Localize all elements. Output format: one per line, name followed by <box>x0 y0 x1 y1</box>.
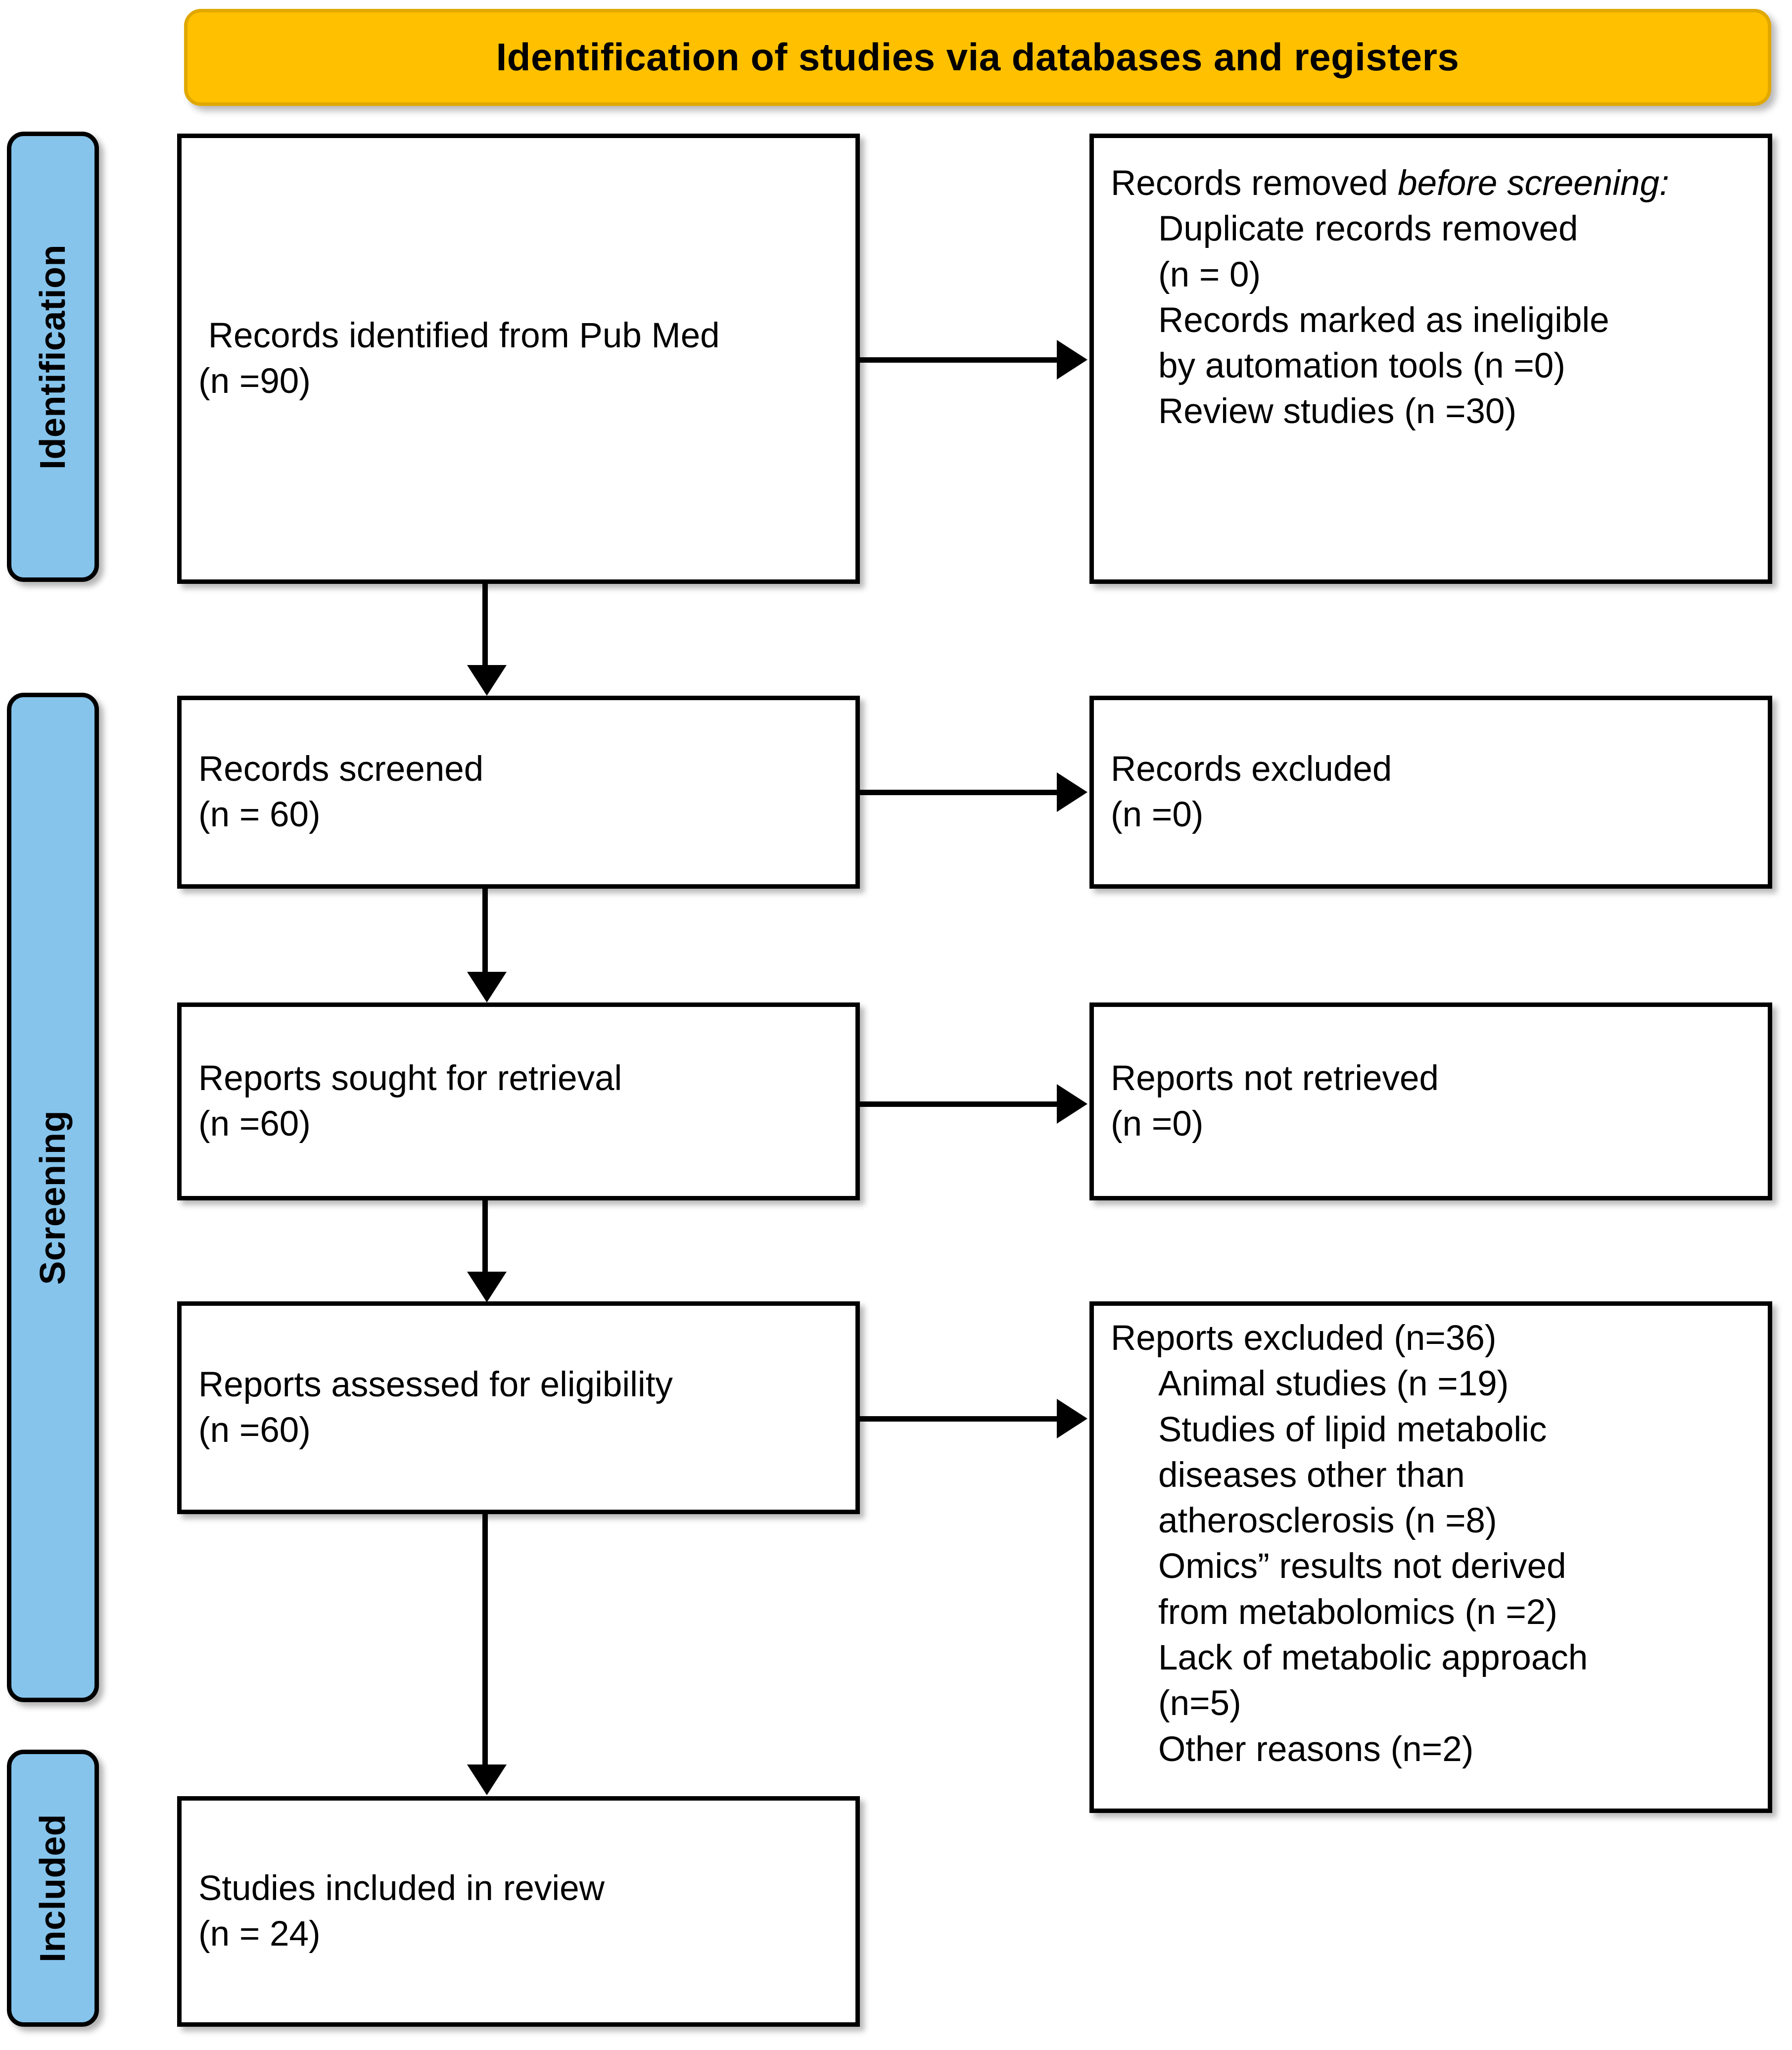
connector-identified-to-removed <box>860 357 1058 363</box>
arrowhead-right-icon <box>1057 772 1087 812</box>
reports-excluded-item-1: Studies of lipid metabolic <box>1158 1410 1547 1449</box>
records-removed-heading-italic: before screening <box>1398 164 1659 203</box>
records-removed-heading-colon: : <box>1659 164 1669 203</box>
studies-included-line1: Studies included in review <box>198 1868 605 1908</box>
stage-label-included-text: Included <box>33 1813 73 1962</box>
reports-excluded-item-3: atherosclerosis (n =8) <box>1158 1501 1497 1541</box>
arrowhead-down-icon <box>467 1764 507 1795</box>
reports-not-retrieved-line2: (n =0) <box>1111 1104 1204 1144</box>
arrowhead-down-icon <box>467 1272 507 1302</box>
reports-assessed-line2: (n =60) <box>198 1411 311 1450</box>
arrowhead-down-icon <box>467 665 507 696</box>
reports-assessed-line1: Reports assessed for eligibility <box>198 1365 673 1404</box>
box-reports-not-retrieved-text: Reports not retrieved (n =0) <box>1094 1056 1768 1147</box>
box-records-screened-text: Records screened (n = 60) <box>182 747 855 838</box>
reports-not-retrieved-line1: Reports not retrieved <box>1111 1058 1439 1098</box>
records-identified-line2: (n =90) <box>198 362 311 401</box>
diagram-header-banner: Identification of studies via databases … <box>184 9 1771 106</box>
box-studies-included-text: Studies included in review (n = 24) <box>182 1866 855 1957</box>
stage-label-identification: Identification <box>7 132 99 582</box>
box-reports-not-retrieved: Reports not retrieved (n =0) <box>1089 1002 1772 1200</box>
box-records-removed-text: Records removed before screening: Duplic… <box>1094 138 1768 435</box>
box-records-screened: Records screened (n = 60) <box>177 696 860 889</box>
reports-excluded-item-6: Lack of metabolic approach <box>1158 1638 1588 1678</box>
stage-label-screening: Screening <box>7 693 99 1702</box>
arrowhead-down-icon <box>467 972 507 1002</box>
box-reports-assessed: Reports assessed for eligibility (n =60) <box>177 1301 860 1514</box>
records-removed-heading-plain: Records removed <box>1111 164 1398 203</box>
arrowhead-right-icon <box>1057 340 1087 380</box>
reports-sought-line1: Reports sought for retrieval <box>198 1058 622 1098</box>
box-reports-excluded-text: Reports excluded (n=36) Animal studies (… <box>1094 1306 1768 1772</box>
box-records-removed-before-screening: Records removed before screening: Duplic… <box>1089 134 1772 584</box>
box-records-excluded: Records excluded (n =0) <box>1089 696 1772 889</box>
stage-label-identification-text: Identification <box>33 244 73 470</box>
connector-screened-to-sought <box>482 889 488 974</box>
reports-excluded-item-5: from metabolomics (n =2) <box>1158 1592 1557 1632</box>
connector-sought-to-assessed <box>482 1200 488 1274</box>
records-removed-item-2: Records marked as ineligible <box>1158 300 1609 340</box>
studies-included-line2: (n = 24) <box>198 1914 321 1954</box>
connector-sought-to-not-retrieved <box>860 1101 1058 1107</box>
connector-assessed-to-included <box>482 1514 488 1767</box>
records-removed-item-4: Review studies (n =30) <box>1158 392 1517 431</box>
stage-label-included: Included <box>7 1750 99 2027</box>
reports-excluded-item-0: Animal studies (n =19) <box>1158 1364 1509 1404</box>
records-screened-line1: Records screened <box>198 749 484 789</box>
records-screened-line2: (n = 60) <box>198 795 321 834</box>
connector-identified-to-screened <box>482 584 488 668</box>
reports-excluded-item-8: Other reasons (n=2) <box>1158 1729 1474 1769</box>
box-reports-assessed-text: Reports assessed for eligibility (n =60) <box>182 1362 855 1454</box>
reports-excluded-heading: Reports excluded (n=36) <box>1111 1319 1497 1358</box>
connector-screened-to-records-excluded <box>860 790 1058 795</box>
box-reports-sought: Reports sought for retrieval (n =60) <box>177 1002 860 1200</box>
diagram-title: Identification of studies via databases … <box>496 35 1460 79</box>
reports-excluded-item-7: (n=5) <box>1158 1684 1241 1723</box>
stage-label-screening-text: Screening <box>33 1110 73 1285</box>
box-reports-excluded: Reports excluded (n=36) Animal studies (… <box>1089 1301 1772 1813</box>
reports-sought-line2: (n =60) <box>198 1104 311 1144</box>
box-studies-included: Studies included in review (n = 24) <box>177 1796 860 2027</box>
records-removed-item-0: Duplicate records removed <box>1158 209 1578 249</box>
box-records-identified: Records identified from Pub Med (n =90) <box>177 134 860 584</box>
arrowhead-right-icon <box>1057 1399 1087 1438</box>
records-identified-line1: Records identified from Pub Med <box>198 316 720 355</box>
records-excluded-line1: Records excluded <box>1111 749 1392 789</box>
records-removed-item-1: (n = 0) <box>1158 255 1261 294</box>
box-reports-sought-text: Reports sought for retrieval (n =60) <box>182 1056 855 1147</box>
records-removed-item-3: by automation tools (n =0) <box>1158 346 1565 386</box>
box-records-identified-text: Records identified from Pub Med (n =90) <box>182 313 855 405</box>
reports-excluded-item-2: diseases other than <box>1158 1455 1465 1495</box>
box-records-excluded-text: Records excluded (n =0) <box>1094 747 1768 838</box>
arrowhead-right-icon <box>1057 1084 1087 1124</box>
reports-excluded-item-4: Omics” results not derived <box>1158 1547 1566 1586</box>
connector-assessed-to-reports-excluded <box>860 1416 1058 1422</box>
records-excluded-line2: (n =0) <box>1111 795 1204 834</box>
